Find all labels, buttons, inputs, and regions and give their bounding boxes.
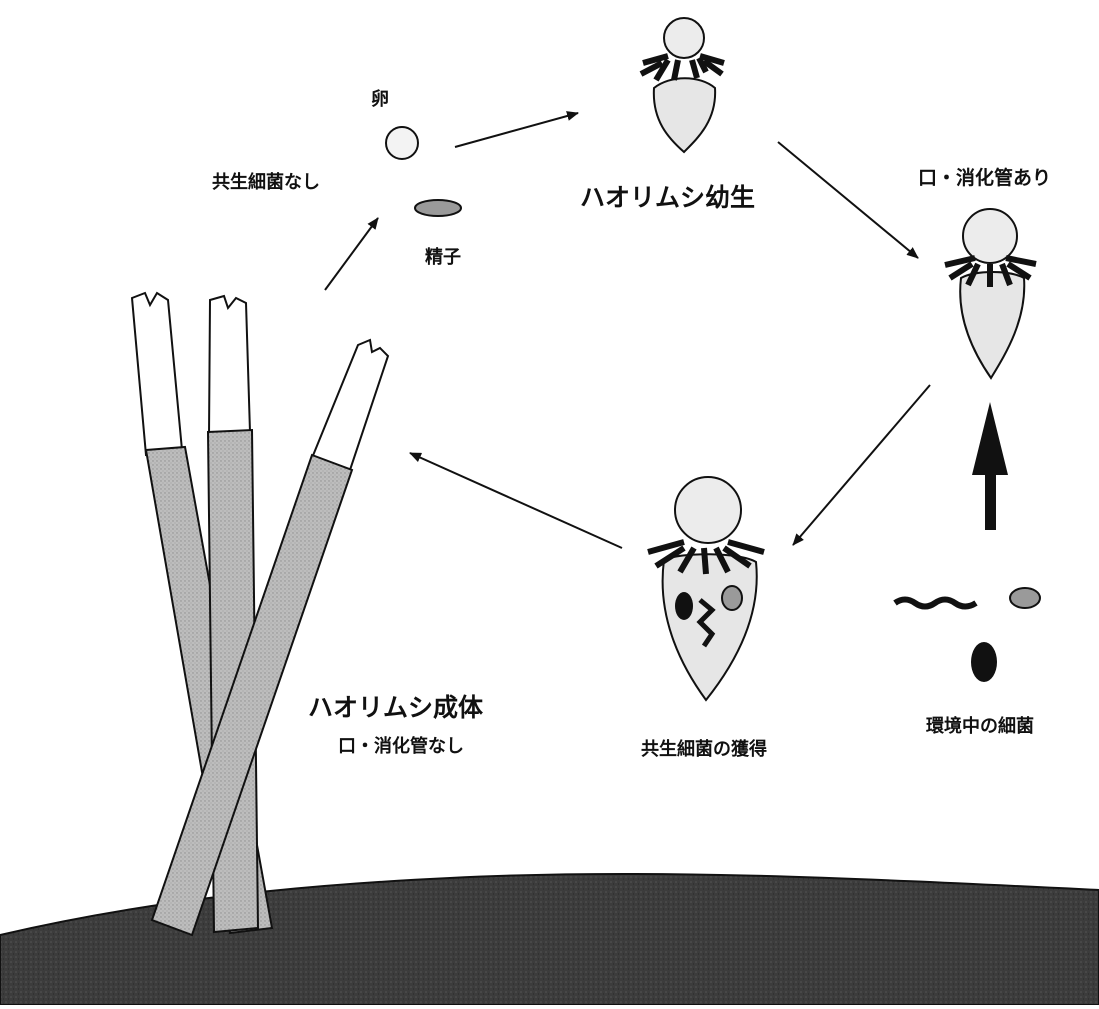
sperm-label: 精子 xyxy=(425,243,461,269)
mouth-gut-absent-label: 口・消化管なし xyxy=(338,732,464,758)
mouth-gut-present-label: 口・消化管あり xyxy=(918,163,1051,190)
environmental-bacteria-label: 環境中の細菌 xyxy=(926,712,1034,738)
adult-title: ハオリムシ成体 xyxy=(308,688,483,724)
egg xyxy=(386,127,418,159)
egg-label: 卵 xyxy=(371,85,389,111)
larva-right xyxy=(945,209,1036,378)
environmental-bacteria xyxy=(895,402,1040,682)
adult-tubeworms xyxy=(132,293,388,935)
no-symbionts-label: 共生細菌なし xyxy=(212,168,320,194)
sperm xyxy=(415,200,461,216)
larva-top xyxy=(641,18,724,152)
larva-with-symbionts xyxy=(648,477,764,700)
larva-title: ハオリムシ幼生 xyxy=(580,178,755,214)
symbiont-acquisition-label: 共生細菌の獲得 xyxy=(641,735,767,761)
